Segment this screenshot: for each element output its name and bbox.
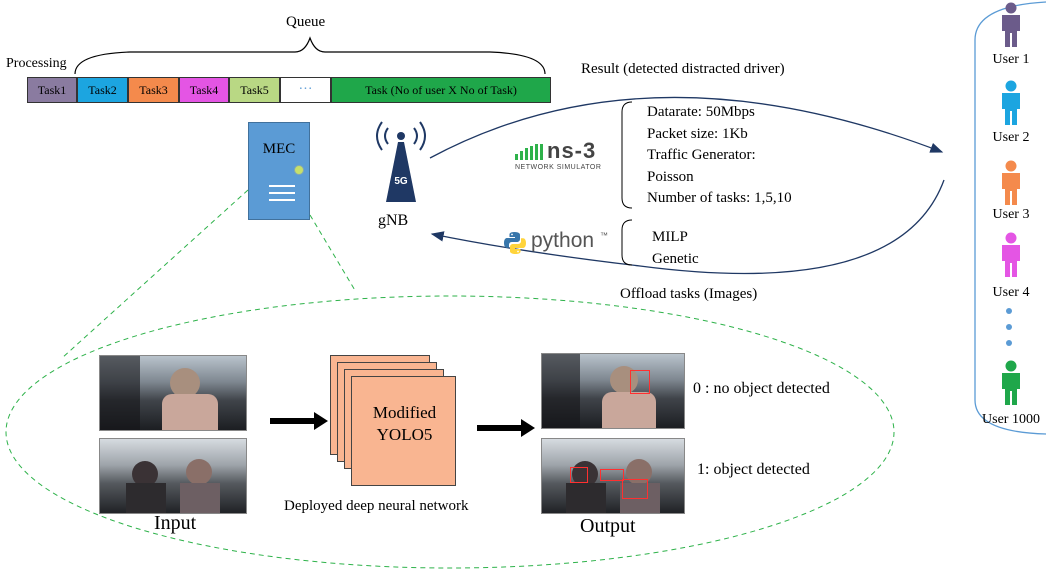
ns3-param: Poisson [647,168,694,185]
task-label: Task2 [88,82,117,97]
offload-label: Offload tasks (Images) [620,286,758,302]
queue-title: Queue [286,14,326,30]
queue-brace [74,36,546,75]
user-label: User 3 [992,207,1030,222]
offload-arrow [430,179,945,275]
model-label-1: Modified [372,403,437,422]
cone-left [61,189,249,359]
result-arrow [429,96,944,159]
python-snake-icon [504,232,526,254]
output-image-2 [541,438,685,514]
ns3-param: Number of tasks: 1,5,10 [647,190,792,206]
gnb-tower-icon: 5G [376,121,426,202]
input-image-2 [99,438,247,514]
mec-led-icon [294,165,304,175]
user-label: User 1 [992,52,1030,67]
gnb-badge: 5G [394,176,408,187]
task-box-4: Task4 [179,77,229,103]
mec-slot-1 [269,185,295,187]
output-image-1 [541,353,685,429]
python-bracket [621,219,633,266]
task-label: Task5 [240,82,269,97]
task-box-6: ··· [280,77,331,103]
task-box-2: Task2 [77,77,128,103]
mec-label: MEC [262,141,296,157]
task-box-1: Task1 [27,77,77,103]
mec-slot-3 [269,199,295,201]
ns3-param: Packet size: 1Kb [647,125,748,142]
task-box-3: Task3 [128,77,179,103]
dnn-ellipse [5,295,895,569]
python-logo-text: python [531,229,595,252]
model-label-2: YOLO5 [376,425,433,444]
input-image-1 [99,355,247,431]
user-person-icon [1002,2,1020,47]
ns3-logo-sub: NETWORK SIMULATOR [515,164,602,171]
user-person-icon [1002,232,1020,277]
final-task-label: Task (No of user X No of Task) [365,82,517,97]
user-label: User 1000 [982,412,1040,427]
input-to-model-arrow [270,412,328,430]
cone-right [309,214,357,293]
task-label: ··· [298,82,313,97]
user-label: User 4 [992,285,1030,300]
task-label: Task3 [139,82,168,97]
yolo-model: Modified YOLO5 [351,376,456,486]
task-box-5: Task5 [229,77,280,103]
ns3-logo: ns-3 NETWORK SIMULATOR [515,138,615,178]
ns3-param: Datarate: 50Mbps [647,104,755,120]
final-task: Task (No of user X No of Task) [331,77,551,103]
ns3-bars-icon [515,144,543,160]
gnb-label: gNB [378,212,409,229]
python-algorithms: MILP Genetic [652,226,699,270]
ns3-bracket [621,101,633,209]
python-tm: ™ [600,231,608,240]
model-to-output-arrow [477,419,535,437]
dnn-caption: Deployed deep neural network [284,498,469,514]
user-label: User 2 [992,130,1030,145]
ns3-logo-text: ns-3 [547,138,597,163]
result-0-label: 0 : no object detected [693,380,830,397]
input-label: Input [154,512,197,534]
processing-label: Processing [6,56,67,71]
python-logo: python ™ [503,229,613,259]
task-label: Task1 [37,82,67,97]
mec-slot-2 [269,192,295,194]
task-label: Task4 [189,82,219,97]
result-label: Result (detected distracted driver) [581,61,785,77]
mec-server: MEC [248,122,310,220]
user-person-icon [1002,80,1020,125]
user-person-icon [1002,360,1020,405]
result-1-label: 1: object detected [697,461,810,478]
user-person-icon [1002,160,1020,205]
ns3-param: Traffic Generator: [647,147,756,163]
algorithm-item: Genetic [652,251,699,267]
output-label: Output [580,515,636,537]
algorithm-item: MILP [652,229,688,245]
